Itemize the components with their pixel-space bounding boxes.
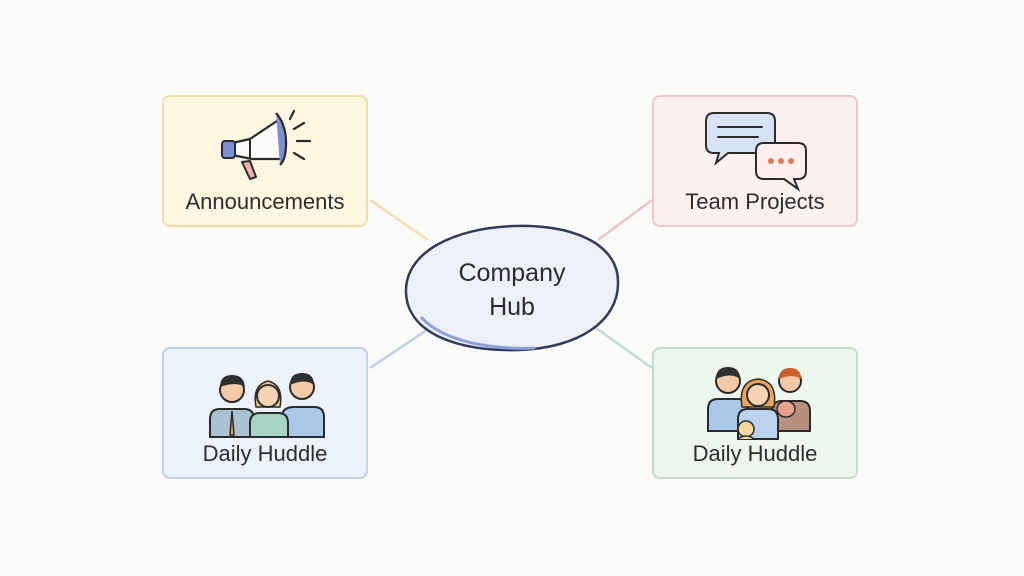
node-daily-huddle-right[interactable]: Daily Huddle (652, 347, 858, 479)
connector-daily-huddle-left (369, 326, 431, 370)
hub-label: Company Hub (404, 256, 620, 324)
connector-announcements (369, 198, 429, 242)
node-announcements[interactable]: Announcements (162, 95, 368, 227)
node-label: Daily Huddle (202, 441, 328, 466)
node-daily-huddle-left[interactable]: Daily Huddle (162, 347, 368, 479)
hub-shape (404, 224, 620, 352)
node-team-projects[interactable]: Team Projects (652, 95, 858, 227)
hub-label-line2: Hub (489, 293, 535, 321)
node-label: Announcements (185, 189, 345, 214)
team-people-icon (209, 373, 325, 438)
connector-daily-huddle-right (595, 326, 653, 370)
connector-team-projects (597, 198, 653, 242)
chat-bubbles-icon (705, 112, 807, 192)
hub-label-line1: Company (458, 259, 566, 287)
central-hub-node[interactable]: Company Hub (404, 222, 620, 354)
node-label: Team Projects (685, 189, 825, 214)
family-people-icon (707, 367, 811, 440)
node-label: Daily Huddle (692, 441, 818, 466)
megaphone-icon (221, 109, 312, 180)
